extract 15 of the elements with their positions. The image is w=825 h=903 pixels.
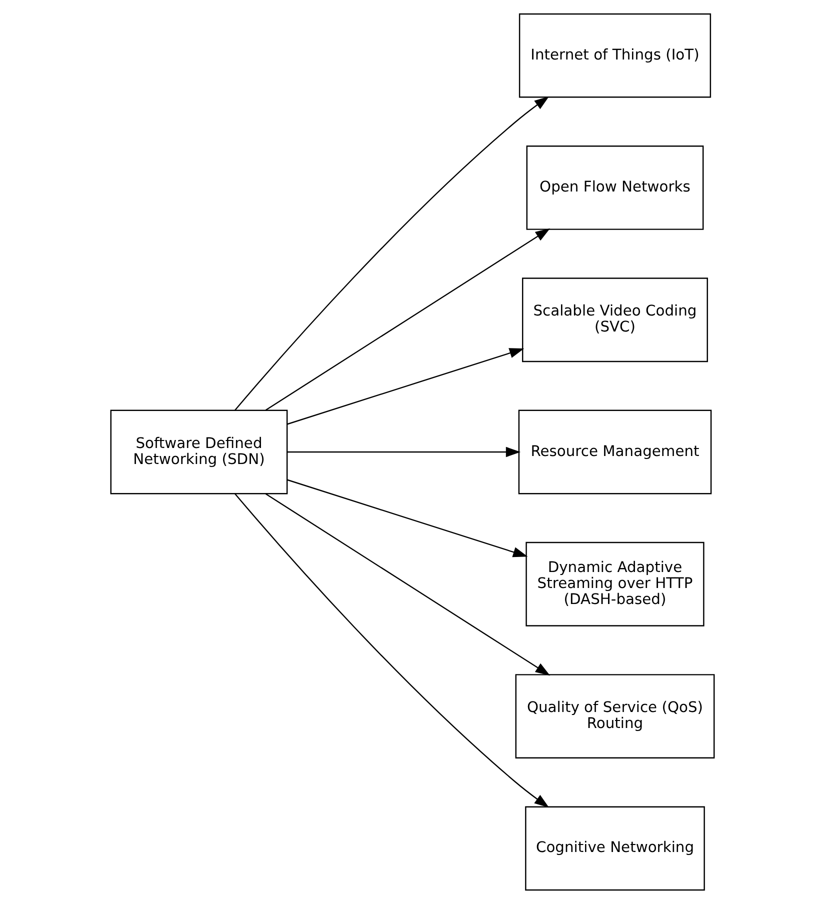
node-box: Scalable Video Coding (SVC) — [522, 277, 708, 362]
arrow — [287, 348, 524, 424]
arrow — [234, 96, 550, 410]
node-box: Cognitive Networking — [525, 806, 705, 890]
arrow — [287, 446, 521, 457]
node-box: Internet of Things (IoT) — [518, 12, 712, 98]
arrow — [234, 493, 550, 808]
arrow — [265, 228, 550, 410]
arrow — [265, 492, 550, 676]
node-box: Quality of Service (QoS) Routing — [515, 674, 715, 758]
arrow — [287, 478, 528, 557]
node-box: Dynamic Adaptive Streaming over HTTP (DASH-based) — [526, 541, 704, 626]
node-box: Resource Management — [518, 409, 712, 494]
node-box: Software Defined Networking (SDN) — [110, 409, 288, 494]
node-box: Open Flow Networks — [526, 145, 704, 230]
